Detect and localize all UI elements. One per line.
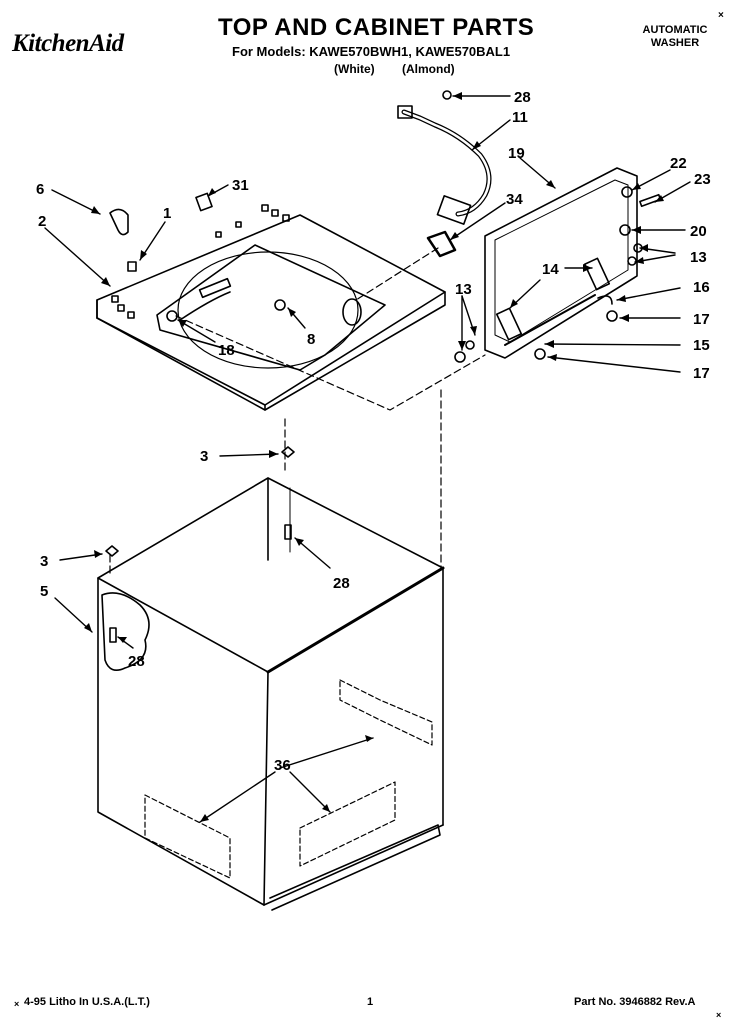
callout-arrows: [44, 95, 691, 823]
callout-15: 15: [693, 337, 710, 354]
callout-13-left: 13: [455, 281, 472, 298]
footer-litho: 4-95 Litho In U.S.A.(L.T.): [24, 996, 150, 1008]
corner-mark: ×: [718, 10, 724, 21]
callout-3-upper: 3: [200, 448, 208, 465]
callout-5: 5: [40, 583, 48, 600]
callout-14: 14: [542, 261, 559, 278]
wiring-harness: [397, 105, 492, 225]
callout-8: 8: [307, 331, 315, 348]
arrowheads: [84, 92, 664, 822]
lid-assembly: [484, 167, 638, 359]
models-line: For Models: KAWE570BWH1, KAWE570BAL1: [232, 44, 511, 59]
callout-2: 2: [38, 213, 46, 230]
footer-page-number: 1: [367, 996, 374, 1008]
callout-22: 22: [670, 155, 687, 172]
callout-34: 34: [506, 191, 523, 208]
product-line-2: WASHER: [650, 37, 700, 49]
washer-cabinet: [97, 477, 445, 911]
callout-28-top: 28: [514, 89, 531, 106]
callout-3-lower: 3: [40, 553, 48, 570]
callout-31: 31: [232, 177, 249, 194]
brand-logo: KitchenAid: [12, 30, 124, 57]
callout-11: 11: [512, 109, 528, 126]
callout-1: 1: [163, 205, 171, 222]
callout-23: 23: [694, 171, 711, 188]
callout-19: 19: [508, 145, 525, 162]
footer-left-mark: ×: [14, 999, 20, 1009]
callout-6: 6: [36, 181, 44, 198]
callout-18: 18: [218, 342, 235, 359]
footer-right-mark: ×: [716, 1010, 722, 1020]
variant-almond: (Almond): [402, 62, 455, 76]
callout-28-cabinet: 28: [333, 575, 350, 592]
callout-17-lower: 17: [693, 365, 710, 382]
product-type: AUTOMATIC WASHER: [630, 24, 720, 50]
variant-white: (White): [334, 62, 375, 76]
washer-top-panel: [96, 204, 446, 411]
callout-16: 16: [693, 279, 710, 296]
callout-36: 36: [274, 757, 291, 774]
callout-20: 20: [690, 223, 707, 240]
page-title: TOP AND CABINET PARTS: [218, 14, 535, 41]
product-line-1: AUTOMATIC: [642, 24, 708, 36]
callout-17-upper: 17: [693, 311, 710, 328]
callout-28-cutaway: 28: [128, 653, 145, 670]
assembly-guide-lines: [109, 247, 486, 578]
footer-part-number: Part No. 3946882 Rev.A: [574, 996, 696, 1008]
small-parts: [105, 90, 662, 643]
callout-13-right: 13: [690, 249, 707, 266]
